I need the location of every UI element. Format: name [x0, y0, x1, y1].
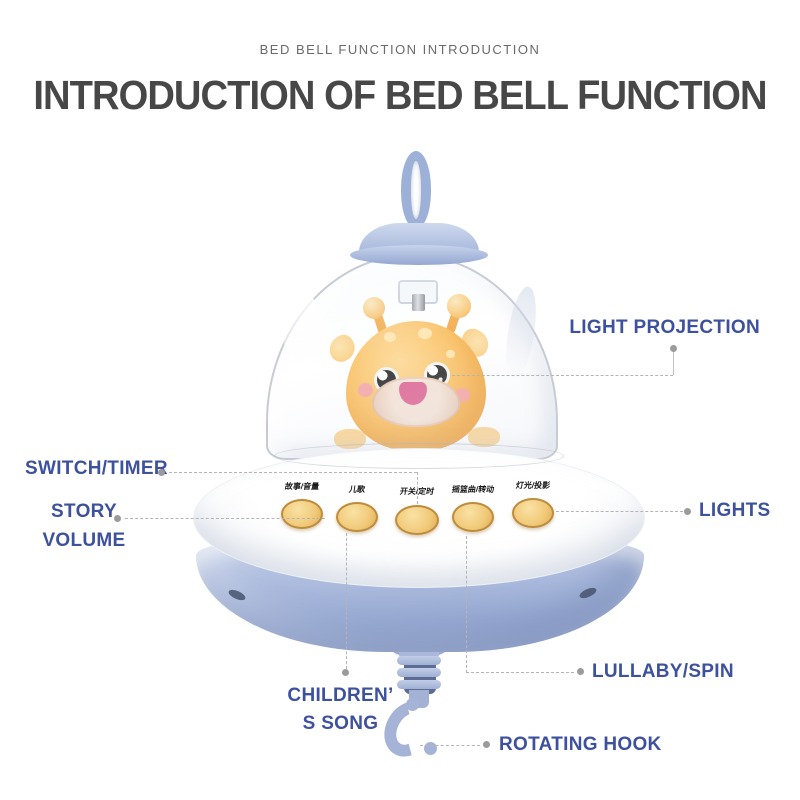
- product-button-story-volume: [281, 499, 323, 529]
- callout-label-switch-timer: SWITCH/TIMER: [25, 458, 168, 479]
- shaft-rib: [397, 680, 441, 689]
- callout-line: [420, 745, 480, 746]
- story-volume-line2: VOLUME: [42, 530, 126, 551]
- children-song-line1: CHILDREN’: [287, 685, 394, 706]
- hook-tip: [424, 742, 437, 755]
- callout-dot: [483, 741, 490, 748]
- callout-label-light-projection: LIGHT PROJECTION: [569, 317, 760, 338]
- callout-dot: [342, 669, 349, 676]
- callout-label-children-song: CHILDREN’ S SONG: [278, 682, 403, 738]
- callout-line: [452, 375, 673, 376]
- children-song-line2: S SONG: [302, 713, 379, 734]
- page-title: INTRODUCTION OF BED BELL FUNCTION: [33, 72, 767, 118]
- button-caption-5: 灯光/投影: [515, 481, 551, 490]
- product-button-lights: [512, 498, 554, 528]
- callout-line: [466, 672, 574, 673]
- shaft-rib: [397, 656, 441, 665]
- dome-cap-skirt: [350, 245, 488, 265]
- product-button-switch-timer: [395, 505, 439, 535]
- hook-joint: [406, 698, 419, 711]
- callout-dot: [114, 515, 121, 522]
- callout-line: [417, 472, 418, 504]
- callout-dot: [670, 345, 677, 352]
- callout-line: [346, 533, 347, 669]
- callout-label-lullaby-spin: LULLABY/SPIN: [592, 661, 734, 682]
- callout-label-lights: LIGHTS: [699, 500, 771, 521]
- dome-seat-rim: [274, 443, 564, 469]
- button-caption-4: 摇篮曲/转动: [451, 485, 495, 494]
- callout-line: [466, 536, 467, 673]
- callout-dot: [158, 469, 165, 476]
- story-volume-line1: STORY: [51, 501, 117, 522]
- callout-line: [125, 518, 325, 519]
- button-caption-2: 儿歌: [348, 485, 366, 494]
- top-hanging-ring: [401, 151, 431, 229]
- product-button-children-song: [336, 502, 378, 532]
- callout-dot: [684, 508, 691, 515]
- shaft-rib: [397, 668, 441, 677]
- callout-dot: [577, 668, 584, 675]
- callout-line: [556, 511, 683, 512]
- product-button-lullaby-spin: [452, 502, 494, 532]
- eyebrow-text: BED BELL FUNCTION INTRODUCTION: [259, 42, 541, 57]
- callout-label-story-volume: STORY VOLUME: [28, 497, 140, 555]
- clear-dome: [266, 254, 558, 460]
- callout-line: [673, 352, 674, 375]
- callout-label-rotating-hook: ROTATING HOOK: [499, 734, 662, 755]
- callout-line: [169, 472, 417, 473]
- button-caption-1: 故事/音量: [284, 482, 320, 491]
